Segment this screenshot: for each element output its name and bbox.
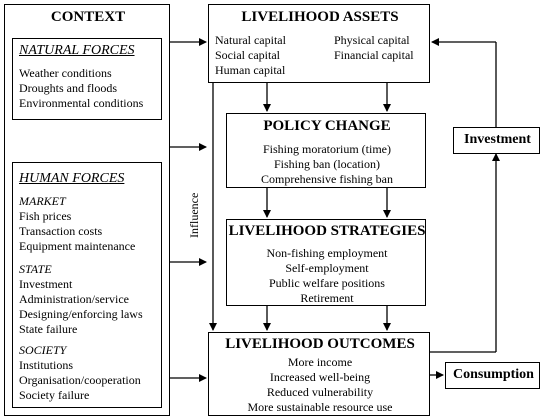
human-forces-heading: HUMAN FORCES <box>19 171 125 186</box>
society-item: Institutions <box>19 358 74 372</box>
asset-item: Financial capital <box>334 48 414 62</box>
policy-change-box: POLICY CHANGE Fishing moratorium (time) … <box>226 113 426 188</box>
livelihood-assets-title: LIVELIHOOD ASSETS <box>241 9 399 25</box>
livelihood-outcomes-box: LIVELIHOOD OUTCOMES More income Increase… <box>208 332 430 416</box>
asset-item: Physical capital <box>334 33 410 47</box>
natural-forces-box: NATURAL FORCES Weather conditions Drough… <box>12 38 162 120</box>
state-item: Investment <box>19 277 73 291</box>
asset-item: Social capital <box>215 48 280 62</box>
strategy-item: Retirement <box>300 291 354 305</box>
influence-label: Influence <box>187 192 201 238</box>
state-heading: STATE <box>19 262 52 276</box>
policy-item: Fishing moratorium (time) <box>263 142 391 156</box>
consumption-label: Consumption <box>453 367 534 382</box>
livelihood-assets-box: LIVELIHOOD ASSETS Natural capital Social… <box>208 4 430 83</box>
natural-forces-item: Weather conditions <box>19 66 112 80</box>
context-title: CONTEXT <box>50 9 126 25</box>
society-heading: SOCIETY <box>19 343 67 357</box>
natural-forces-item: Environmental conditions <box>19 96 144 110</box>
state-item: Designing/enforcing laws <box>19 307 143 321</box>
strategy-item: Public welfare positions <box>269 276 385 290</box>
policy-change-title: POLICY CHANGE <box>263 118 391 134</box>
livelihood-strategies-title: LIVELIHOOD STRATEGIES <box>228 223 426 239</box>
investment-label: Investment <box>464 132 531 147</box>
asset-item: Human capital <box>215 63 286 77</box>
market-heading: MARKET <box>19 194 66 208</box>
state-item: State failure <box>19 322 78 336</box>
human-forces-box: HUMAN FORCES MARKET Fish prices Transact… <box>12 162 162 408</box>
market-item: Fish prices <box>19 209 72 223</box>
strategy-item: Self-employment <box>285 261 369 275</box>
market-item: Equipment maintenance <box>19 239 136 253</box>
livelihood-outcomes-title: LIVELIHOOD OUTCOMES <box>225 336 415 352</box>
policy-item: Comprehensive fishing ban <box>261 172 393 186</box>
market-item: Transaction costs <box>19 224 103 238</box>
natural-forces-item: Droughts and floods <box>19 81 117 95</box>
consumption-box: Consumption <box>445 362 540 389</box>
outcome-item: More sustainable resource use <box>247 400 393 414</box>
natural-forces-heading: NATURAL FORCES <box>19 43 135 58</box>
policy-item: Fishing ban (location) <box>274 157 380 171</box>
investment-box: Investment <box>453 127 540 154</box>
strategy-item: Non-fishing employment <box>266 246 388 260</box>
asset-item: Natural capital <box>215 33 286 47</box>
outcome-item: Increased well-being <box>269 370 371 384</box>
society-item: Society failure <box>19 388 90 402</box>
state-item: Administration/service <box>19 292 129 306</box>
livelihood-strategies-box: LIVELIHOOD STRATEGIES Non-fishing employ… <box>226 219 426 306</box>
outcome-item: Reduced vulnerability <box>266 385 374 399</box>
society-item: Organisation/cooperation <box>19 373 141 387</box>
outcome-item: More income <box>287 355 353 369</box>
